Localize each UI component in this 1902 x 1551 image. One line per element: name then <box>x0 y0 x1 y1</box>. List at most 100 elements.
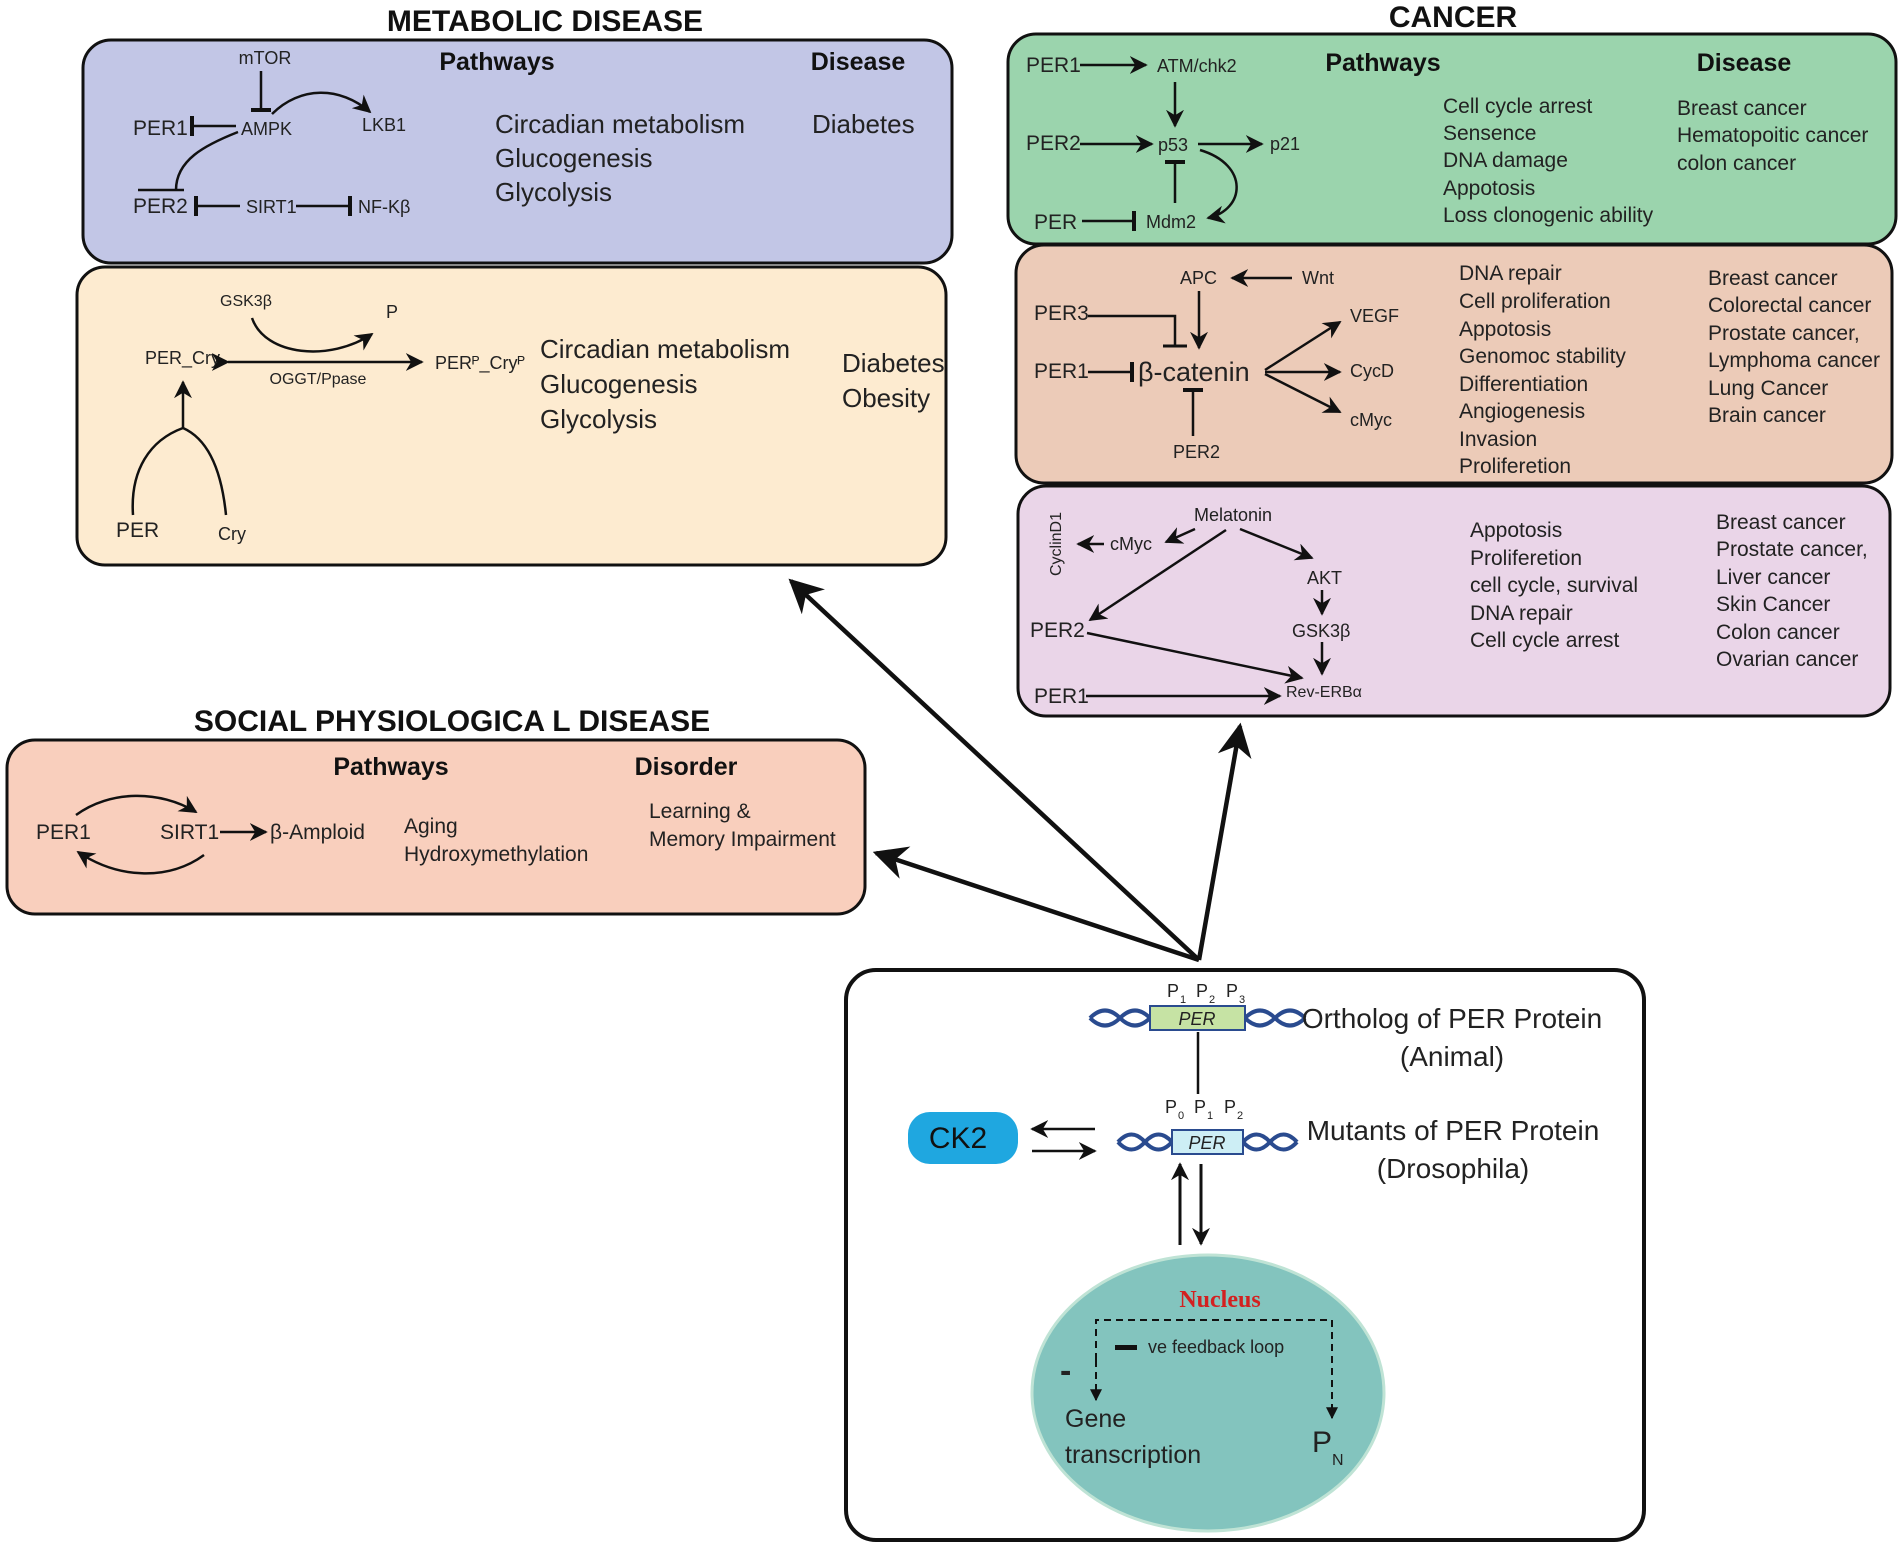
metabolic-bottom-disease-2: Obesity <box>842 383 930 413</box>
edge-per1-sirt1 <box>75 794 198 817</box>
node-nfkb: NF-Kβ <box>358 197 410 217</box>
metabolic-bottom-panel <box>75 265 948 567</box>
ortholog-site-p3-sub: 3 <box>1239 994 1245 1006</box>
cancer-wnt-pathway-6: Angiogenesis <box>1459 400 1585 423</box>
node-melatonin: Melatonin <box>1194 505 1272 525</box>
social-pathways-header: Pathways <box>333 753 448 781</box>
node-reverb: Rev-ERBα <box>1286 684 1362 701</box>
arrow-to-social <box>872 846 1200 963</box>
cancer-mel-pathway-1: Appotosis <box>1470 519 1562 542</box>
edge-mel-akt <box>1239 527 1314 561</box>
cancer-wnt-disease-4: Lymphoma cancer <box>1708 349 1880 372</box>
cancer-mel-pathway-4: DNA repair <box>1470 602 1573 625</box>
cancer-mel-disease-2: Prostate cancer, <box>1716 538 1868 561</box>
feedback-loop-dashed <box>1095 1319 1338 1420</box>
edge-ampk-per2 <box>174 130 239 191</box>
node-mtor: mTOR <box>239 48 292 68</box>
mutant-site-p1: P <box>1194 1097 1206 1117</box>
mutant-site-p0-sub: 0 <box>1178 1110 1184 1122</box>
gene-label-2: transcription <box>1065 1441 1201 1469</box>
metabolic-top-pathways-header: Pathways <box>439 48 554 76</box>
mutant-label-2: (Drosophila) <box>1377 1153 1530 1184</box>
arrow-to-metabolic <box>788 578 1201 962</box>
metabolic-bottom-pathway-3: Glycolysis <box>540 404 657 434</box>
cancer-wnt-pathway-5: Differentiation <box>1459 373 1588 396</box>
edge-mel-per2 <box>1088 528 1227 622</box>
node-vegf: VEGF <box>1350 306 1399 326</box>
cancer-p53-pathway-5: Loss clonogenic ability <box>1443 204 1654 227</box>
node-lkb1: LKB1 <box>362 115 406 135</box>
node-gsk3b-mel: GSK3β <box>1292 621 1350 641</box>
node-sirt1-social: SIRT1 <box>160 821 219 844</box>
mutant-site-p2-sub: 2 <box>1237 1110 1243 1122</box>
node-p53: p53 <box>1158 135 1188 155</box>
metabolic-top-pathway-2: Glucogenesis <box>495 143 653 173</box>
node-per1-p53: PER1 <box>1026 54 1081 77</box>
node-oggt: OGGT/Ppase <box>270 371 367 388</box>
social-pathway-1: Aging <box>404 815 458 838</box>
cancer-p53-pathway-1: Cell cycle arrest <box>1443 95 1593 118</box>
ortholog-site-p1-sub: 1 <box>1180 994 1186 1006</box>
cancer-wnt-disease-6: Brain cancer <box>1708 404 1826 427</box>
ortholog-label-2: (Animal) <box>1400 1041 1504 1072</box>
ortholog-site-p2-sub: 2 <box>1209 994 1215 1006</box>
edge-per2-reverb <box>1086 631 1304 684</box>
metabolic-bottom-disease-1: Diabetes <box>842 348 945 378</box>
mutant-gene-box <box>1171 1129 1244 1155</box>
metabolic-top-pathway-3: Glycolysis <box>495 177 612 207</box>
node-per2-mel: PER2 <box>1030 619 1085 642</box>
social-title: SOCIAL PHYSIOLOGICA L DISEASE <box>194 705 710 738</box>
social-disorder-header: Disorder <box>635 753 738 781</box>
cancer-mel-pathway-2: Proliferetion <box>1470 547 1582 570</box>
cancer-p53-pathway-2: Sensence <box>1443 122 1536 145</box>
edge-p53-mdm2 <box>1199 148 1238 224</box>
edge-bcat-vegf <box>1264 320 1342 372</box>
node-gsk3b-metab: GSK3β <box>220 293 272 310</box>
cancer-p53-pathway-4: Appotosis <box>1443 177 1535 200</box>
node-mdm2: Mdm2 <box>1146 212 1196 232</box>
social-disorder-2: Memory Impairment <box>649 828 836 851</box>
metabolic-bottom-pathway-2: Glucogenesis <box>540 369 698 399</box>
metabolic-bottom-pathway-1: Circadian metabolism <box>540 334 790 364</box>
node-atm: ATM/chk2 <box>1157 56 1237 76</box>
cancer-mel-disease-4: Skin Cancer <box>1716 593 1830 616</box>
edge-per-merge <box>131 426 184 516</box>
ck2-label: CK2 <box>929 1122 987 1155</box>
social-section: SOCIAL PHYSIOLOGICA L DISEASE Pathways D… <box>5 705 867 916</box>
cancer-melatonin-panel <box>1016 484 1892 718</box>
metabolic-top-disease-1: Diabetes <box>812 109 915 139</box>
metabolic-top-pathway-1: Circadian metabolism <box>495 109 745 139</box>
mutant-dna-helix <box>1116 1132 1299 1152</box>
node-bcat: β-catenin <box>1138 357 1250 387</box>
node-per-metab: PER <box>116 519 159 542</box>
pn-label: P <box>1312 1426 1332 1459</box>
cancer-wnt-pathway-8: Proliferetion <box>1459 455 1571 478</box>
ortholog-site-p3: P <box>1226 981 1238 1001</box>
cancer-disease-header: Disease <box>1697 49 1792 77</box>
node-per2-p53: PER2 <box>1026 132 1081 155</box>
cancer-title: CANCER <box>1389 1 1518 34</box>
cancer-pathways-header: Pathways <box>1325 49 1440 77</box>
ortholog-site-labels: P 1 P 2 P 3 <box>1167 981 1245 1006</box>
cancer-wnt-panel <box>1014 243 1894 485</box>
mutant-label-1: Mutants of PER Protein <box>1307 1115 1600 1146</box>
cancer-wnt-pathway-3: Appotosis <box>1459 318 1551 341</box>
edge-cry-merge <box>182 426 228 516</box>
feedback-loop-label: ve feedback loop <box>1148 1337 1284 1357</box>
node-per1-metab: PER1 <box>133 117 188 140</box>
metabolic-section: METABOLIC DISEASE Pathways Disease mTOR … <box>75 5 954 567</box>
node-ampk: AMPK <box>241 119 292 139</box>
node-per-p53: PER <box>1034 211 1077 234</box>
cancer-mel-disease-5: Colon cancer <box>1716 621 1840 644</box>
gene-label-1: Gene <box>1065 1405 1126 1433</box>
mutant-site-p0: P <box>1165 1097 1177 1117</box>
node-perp-cryp: PERᴾ_Cryᴾ <box>435 353 525 374</box>
edge-mel-cmyc <box>1164 527 1196 544</box>
cancer-wnt-disease-5: Lung Cancer <box>1708 377 1828 400</box>
cancer-mel-disease-1: Breast cancer <box>1716 511 1846 534</box>
feedback-minus-bar <box>1115 1345 1137 1350</box>
edge-per3-bcat <box>1088 314 1177 346</box>
per-protein-section: P 1 P 2 P 3 PER Ortholog of PER Protein … <box>844 968 1646 1542</box>
node-cycd: CycD <box>1350 361 1394 381</box>
